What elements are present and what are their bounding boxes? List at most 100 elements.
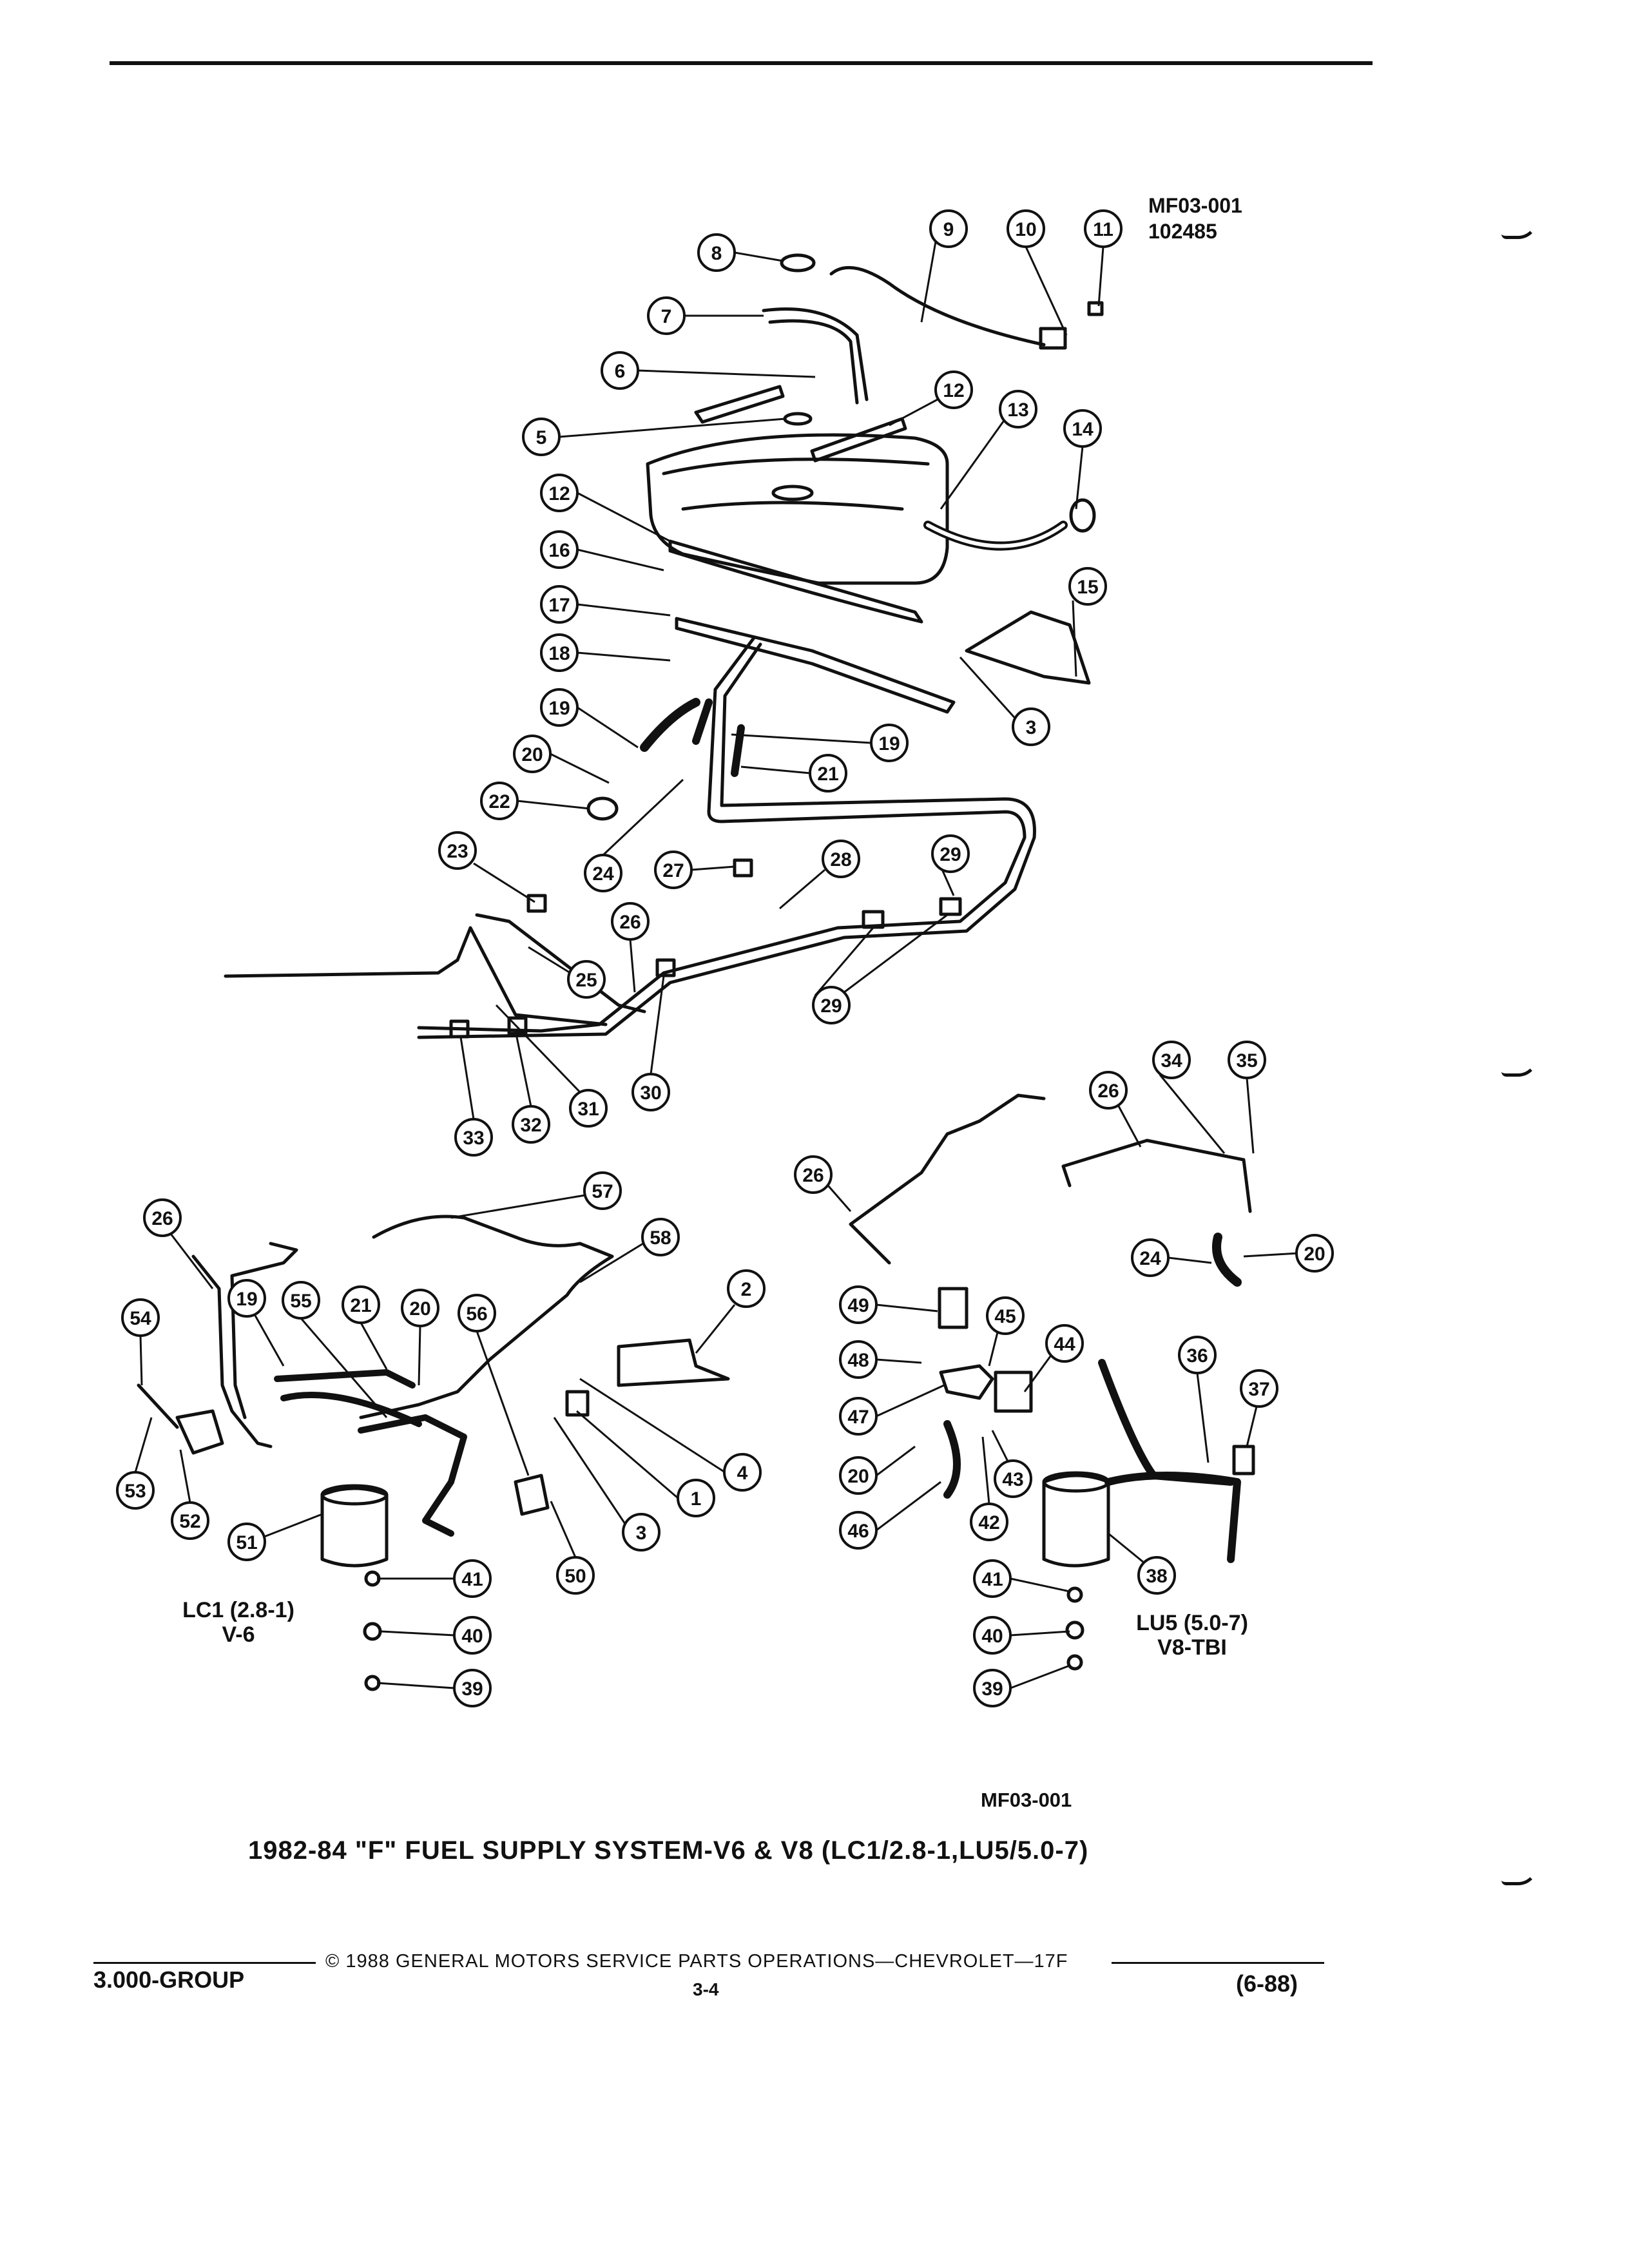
callout-circle (480, 782, 519, 820)
fuel-line-front (224, 926, 608, 1026)
callout-58: 58 (641, 1218, 680, 1256)
hose-bundle-v6 (358, 1414, 467, 1537)
connector (1039, 327, 1067, 350)
callout-number: 9 (943, 219, 954, 240)
callout-number: 16 (548, 540, 570, 561)
engine-left-line2: V-6 (222, 1622, 255, 1647)
callout-circle (647, 296, 686, 335)
callout-53: 53 (116, 1471, 155, 1510)
fuel-system-diagram: 1233456789101112121314151617181919202122… (116, 209, 1334, 1707)
callout-number: 20 (1304, 1244, 1325, 1265)
callout-33: 33 (454, 1118, 493, 1157)
callout-circle (567, 960, 606, 999)
fuel-hose (692, 698, 713, 745)
callout-4: 4 (723, 1453, 762, 1492)
callout-20: 20 (513, 735, 552, 773)
callout-number: 36 (1186, 1345, 1208, 1367)
callout-29: 29 (931, 834, 970, 873)
callout-circle (227, 1279, 266, 1318)
callout-circle (121, 1298, 160, 1337)
engine-label-left: LC1 (2.8-1) V-6 (171, 1598, 306, 1647)
callout-number: 30 (640, 1082, 661, 1104)
callout-number: 37 (1248, 1379, 1269, 1400)
fuel-filter-v8 (938, 1287, 969, 1329)
callout-number: 19 (878, 733, 900, 754)
line-clip (862, 910, 885, 929)
callout-number: 41 (981, 1569, 1003, 1590)
line-clip (526, 894, 547, 913)
line-clip (733, 858, 753, 878)
callout-number: 21 (817, 764, 838, 785)
callout-47: 47 (839, 1397, 878, 1436)
callout-number: 19 (548, 698, 570, 719)
fuel-line-v6 (191, 1254, 273, 1448)
callout-circle (1089, 1071, 1128, 1110)
callout-11: 11 (1084, 209, 1123, 248)
callout-41: 41 (453, 1559, 492, 1598)
callout-14: 14 (1063, 409, 1102, 448)
callout-circle (822, 840, 860, 878)
callout-number: 29 (820, 995, 842, 1017)
fuel-line-v8 (849, 1093, 1046, 1265)
callout-circle (1068, 567, 1107, 606)
callout-circle (453, 1669, 492, 1707)
callout-number: 21 (350, 1295, 371, 1316)
callout-number: 55 (290, 1291, 311, 1312)
callout-circle (641, 1218, 680, 1256)
callout-circle (999, 390, 1037, 428)
callout-circle (522, 418, 561, 456)
fuel-cap (1069, 498, 1096, 533)
callout-circle (453, 1559, 492, 1598)
callout-19: 19 (870, 724, 909, 762)
callout-54: 54 (121, 1298, 160, 1337)
callout-number: 33 (463, 1128, 484, 1149)
callout-circle (143, 1198, 182, 1237)
line-clip (939, 897, 962, 916)
callout-number: 53 (124, 1481, 146, 1502)
callout-circle (839, 1285, 878, 1324)
callout-20: 20 (401, 1289, 439, 1327)
callout-20: 20 (839, 1456, 878, 1495)
vent-hose-v8 (1098, 1359, 1235, 1486)
callout-5: 5 (522, 418, 561, 456)
callout-38: 38 (1137, 1556, 1176, 1595)
callout-7: 7 (647, 296, 686, 335)
callout-number: 27 (662, 860, 684, 881)
callout-circle (1228, 1041, 1266, 1079)
leader-lines (134, 241, 1299, 1689)
callout-number: 26 (802, 1165, 824, 1186)
callout-circle (458, 1294, 496, 1332)
callout-number: 39 (981, 1678, 1003, 1700)
callout-42: 42 (970, 1503, 1008, 1541)
callout-6: 6 (601, 351, 639, 390)
callout-circle (512, 1105, 550, 1144)
tank-strap (810, 417, 907, 463)
callout-circle (584, 854, 622, 892)
callout-26: 26 (611, 902, 650, 941)
callout-circle (1045, 1324, 1084, 1363)
callout-number: 26 (619, 912, 641, 933)
fuel-line-v8 (1061, 1139, 1252, 1213)
callout-number: 20 (409, 1298, 430, 1320)
callout-26: 26 (143, 1198, 182, 1237)
callout-18: 18 (540, 633, 579, 672)
callout-circle (839, 1511, 878, 1550)
callout-35: 35 (1228, 1041, 1266, 1079)
callout-number: 39 (461, 1678, 483, 1700)
callout-19: 19 (540, 688, 579, 727)
callout-circle (1152, 1041, 1191, 1079)
binder-mark (1501, 1057, 1538, 1077)
callout-number: 54 (130, 1308, 151, 1329)
callout-number: 29 (940, 844, 961, 865)
callout-circle (282, 1281, 320, 1320)
fuel-pump-v6 (175, 1409, 224, 1455)
callout-number: 24 (592, 863, 614, 885)
callout-circle (540, 633, 579, 672)
callout-circle (929, 209, 968, 248)
callout-number: 3 (636, 1523, 647, 1544)
callout-8: 8 (697, 233, 736, 272)
tank-strap (694, 385, 785, 424)
sender-seal (783, 412, 813, 426)
callout-40: 40 (973, 1616, 1012, 1655)
callout-number: 14 (1072, 419, 1094, 440)
